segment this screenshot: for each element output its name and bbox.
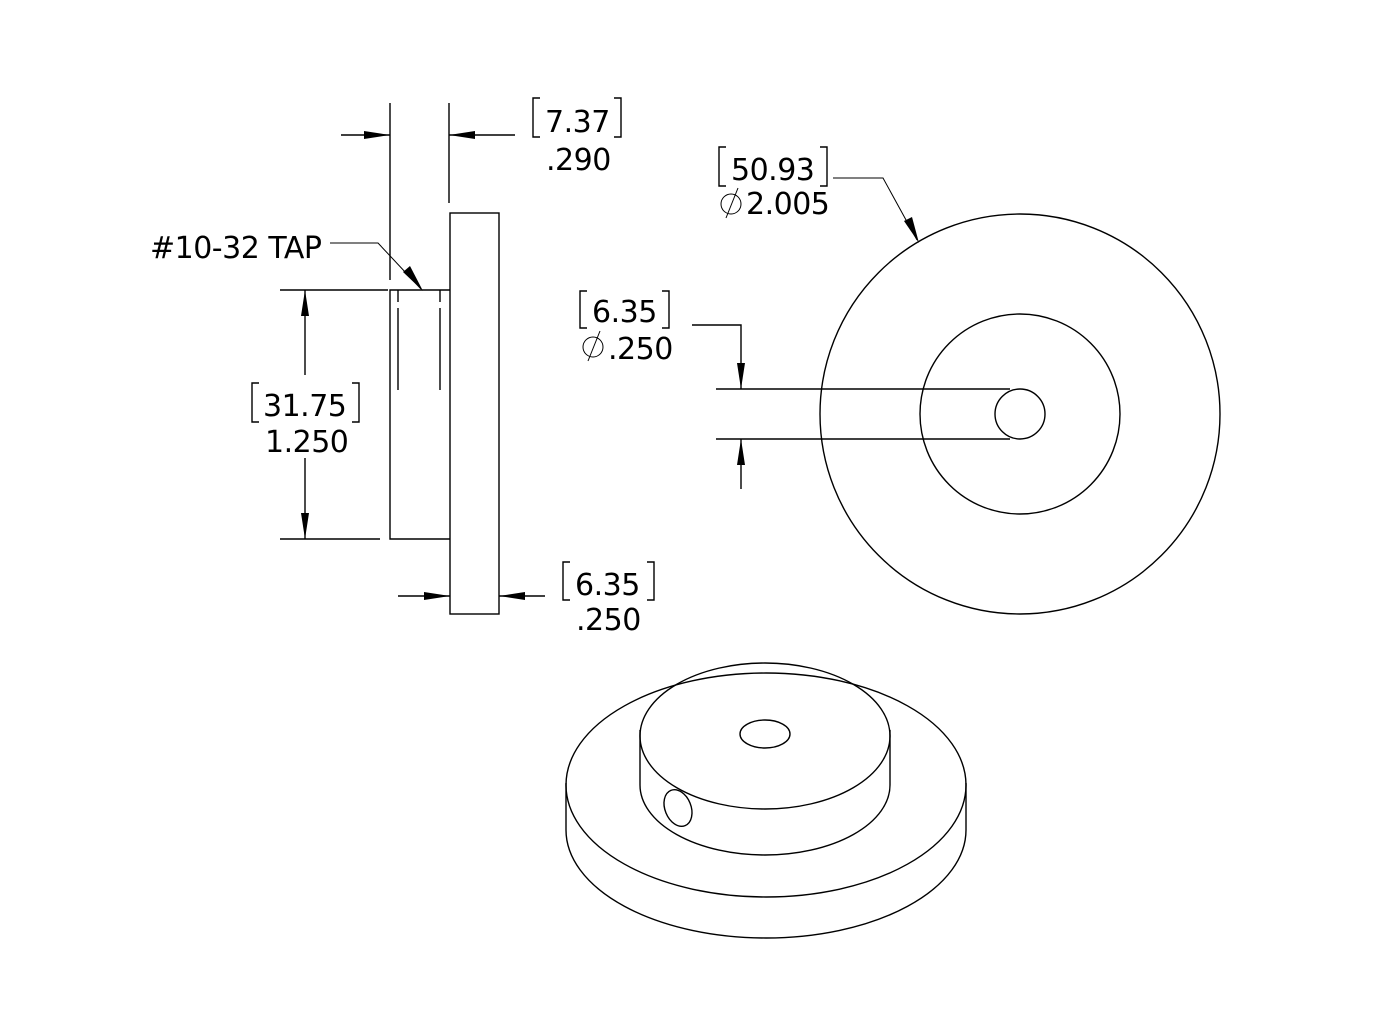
bracket-open-icon <box>579 290 587 329</box>
bore-hole <box>739 719 791 749</box>
arrow-icon <box>499 592 525 600</box>
dim-bore-diameter-inch: .250 <box>608 332 673 367</box>
dim-outer-diameter-mm: 50.93 <box>731 153 814 188</box>
dim-boss-height: 31.75 1.250 <box>251 382 360 460</box>
dim-outer-diameter: 50.93 2.005 <box>718 146 830 222</box>
arrow-icon <box>449 131 475 139</box>
flange-side-wall <box>565 783 967 939</box>
dim-outer-diameter-inch: 2.005 <box>746 187 829 222</box>
arrow-icon <box>403 266 423 291</box>
outer-diameter-leader-line <box>833 177 918 241</box>
boss-side-wall <box>639 730 891 856</box>
bracket-close-icon <box>820 146 828 187</box>
diameter-symbol-icon <box>720 187 742 219</box>
arrow-icon <box>301 513 309 539</box>
boss-outline <box>389 289 450 540</box>
dim-flange-mm: 6.35 <box>575 568 640 603</box>
dim-boss-width-mm: 7.37 <box>545 105 610 140</box>
arrow-icon <box>424 592 450 600</box>
dim-flange-inch: .250 <box>576 603 641 638</box>
bracket-open-icon <box>532 97 540 138</box>
diameter-symbol-icon <box>582 330 604 362</box>
dim-boss-height-inch: 1.250 <box>265 425 348 460</box>
side-view: 7.37 .290 #10-32 TAP 31.75 1.250 6.35 <box>150 97 655 638</box>
tap-note: #10-32 TAP <box>150 231 322 266</box>
dim-boss-width-inch: .290 <box>546 143 611 178</box>
boss-top-face <box>639 662 891 810</box>
flange-outline <box>449 212 500 615</box>
bracket-close-icon <box>647 561 655 601</box>
bore-leader-line <box>692 324 742 389</box>
dim-bore-diameter: 6.35 .250 <box>579 290 673 367</box>
isometric-view <box>565 662 967 939</box>
arrow-icon <box>301 290 309 316</box>
bracket-open-icon <box>718 146 726 187</box>
bracket-open-icon <box>562 561 570 601</box>
outer-flange-circle <box>819 213 1221 615</box>
bore-circle <box>994 388 1046 440</box>
arrow-icon <box>904 217 919 243</box>
tap-leader-line <box>330 242 422 290</box>
dim-flange-thickness: 6.35 .250 <box>562 561 655 638</box>
bracket-close-icon <box>662 290 670 329</box>
bracket-open-icon <box>251 382 259 423</box>
dim-boss-height-mm: 31.75 <box>263 389 346 424</box>
front-view: 50.93 2.005 6.35 .250 <box>579 146 1221 615</box>
dim-bore-diameter-mm: 6.35 <box>592 295 657 330</box>
dim-boss-width: 7.37 .290 <box>532 97 622 178</box>
tap-hole <box>663 789 693 827</box>
bracket-close-icon <box>614 97 622 138</box>
arrow-icon <box>737 363 745 389</box>
arrow-icon <box>737 439 745 465</box>
arrow-icon <box>364 131 390 139</box>
boss-circle <box>919 313 1121 515</box>
flange-top-face <box>565 672 967 898</box>
bracket-close-icon <box>352 382 360 423</box>
